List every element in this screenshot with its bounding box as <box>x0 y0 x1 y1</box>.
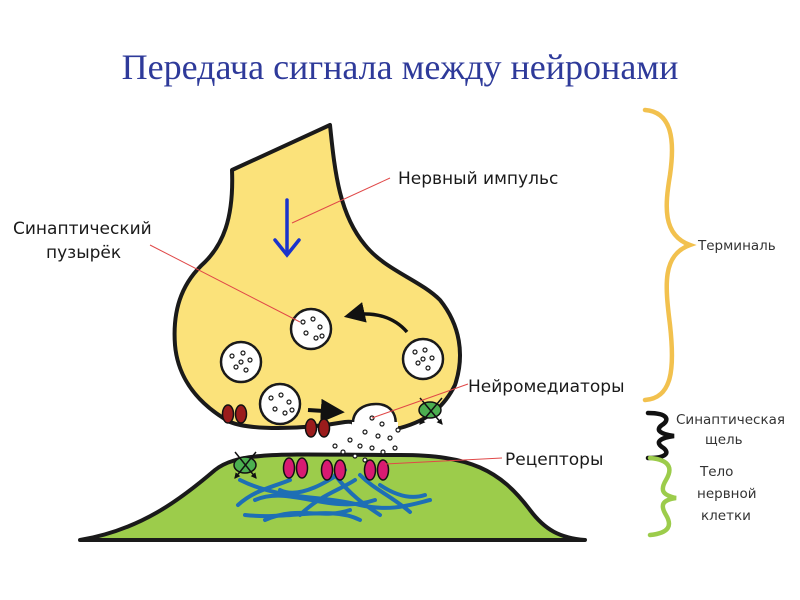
leader-lines <box>149 177 503 465</box>
label-synaptic-vesicle-line2: пузырёк <box>46 243 121 263</box>
recycling-arrow <box>343 302 409 334</box>
synaptic-cleft-bracket <box>645 410 675 461</box>
released-neurotransmitters <box>332 415 401 463</box>
postsynaptic-cell-body <box>78 452 587 542</box>
impulse-arrow <box>273 198 301 258</box>
reuptake-transporters <box>233 397 443 479</box>
leader-nerve-impulse <box>291 177 391 224</box>
label-cell-body-line1: Тело <box>699 464 733 480</box>
label-cell-body-line2: нервной <box>697 486 757 502</box>
label-neurotransmitters: Нейромедиаторы <box>468 377 625 397</box>
label-synaptic-cleft-line1: Синаптическая <box>676 412 785 428</box>
leader-receptors <box>384 457 503 465</box>
terminal-bracket <box>642 107 697 403</box>
label-terminal: Терминаль <box>697 238 776 254</box>
cell-body-bracket <box>647 455 677 538</box>
synaptic-vesicle <box>289 307 333 351</box>
presynaptic-channels <box>221 404 331 438</box>
postsynaptic-receptors <box>282 457 390 481</box>
synaptic-vesicle <box>258 382 302 426</box>
release-arrow <box>307 398 345 423</box>
leader-neurotransmitters <box>371 383 469 419</box>
label-cell-body-line3: клетки <box>701 508 751 524</box>
dendrite-fibers <box>236 468 432 522</box>
page-title: Передача сигнала между нейронами <box>121 47 679 87</box>
fusion-pore <box>352 422 398 432</box>
label-synaptic-vesicle-line1: Синаптический <box>13 219 152 239</box>
label-nerve-impulse: Нервный импульс <box>398 169 558 189</box>
label-receptors: Рецепторы <box>505 450 603 470</box>
label-synaptic-cleft-line2: щель <box>705 432 743 448</box>
vesicle-contents <box>229 316 435 416</box>
leader-synaptic-vesicle <box>149 244 301 323</box>
